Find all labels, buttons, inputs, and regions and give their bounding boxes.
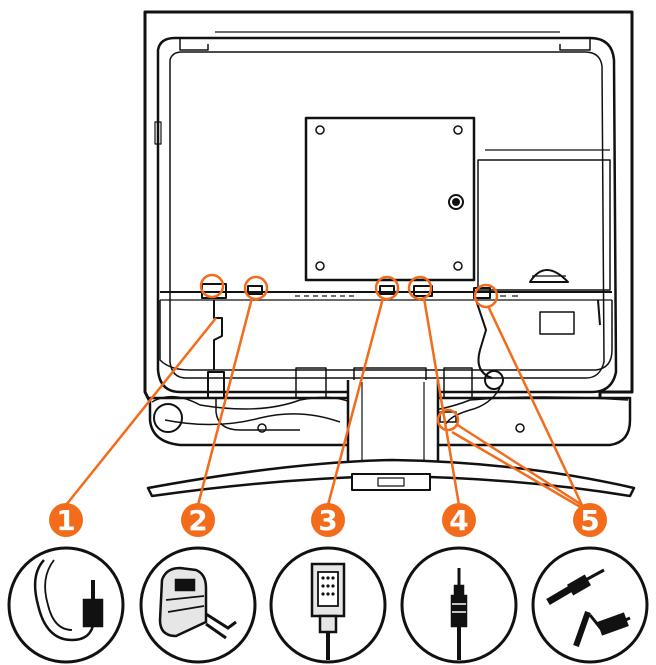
audio-jack-icon [400,546,518,664]
leader-line-4 [422,297,461,506]
callout-badge-5: 5 [573,503,607,537]
callout-number-4: 4 [449,504,468,537]
leader-line-5a [486,305,584,506]
leader-line-5b [455,422,583,507]
vga-connector-icon [269,546,387,664]
callout-number-2: 2 [188,504,207,537]
callout-badge-1: 1 [49,503,83,537]
callout-badge-4: 4 [442,503,476,537]
callout-badge-2: 2 [181,503,215,537]
callout-number-5: 5 [580,504,599,537]
leader-line-1 [65,317,217,506]
callout-number-3: 3 [318,504,337,537]
leader-line-2 [196,297,254,506]
power-plug-icon [139,546,257,664]
leader-line-3 [326,297,385,506]
callout-badge-3: 3 [311,503,345,537]
callout-number-1: 1 [56,504,75,537]
leader-line-5c [451,430,583,510]
audio-cable-pair-icon [531,546,649,664]
callout-leaders [65,273,584,510]
power-cable-icon [7,546,125,664]
